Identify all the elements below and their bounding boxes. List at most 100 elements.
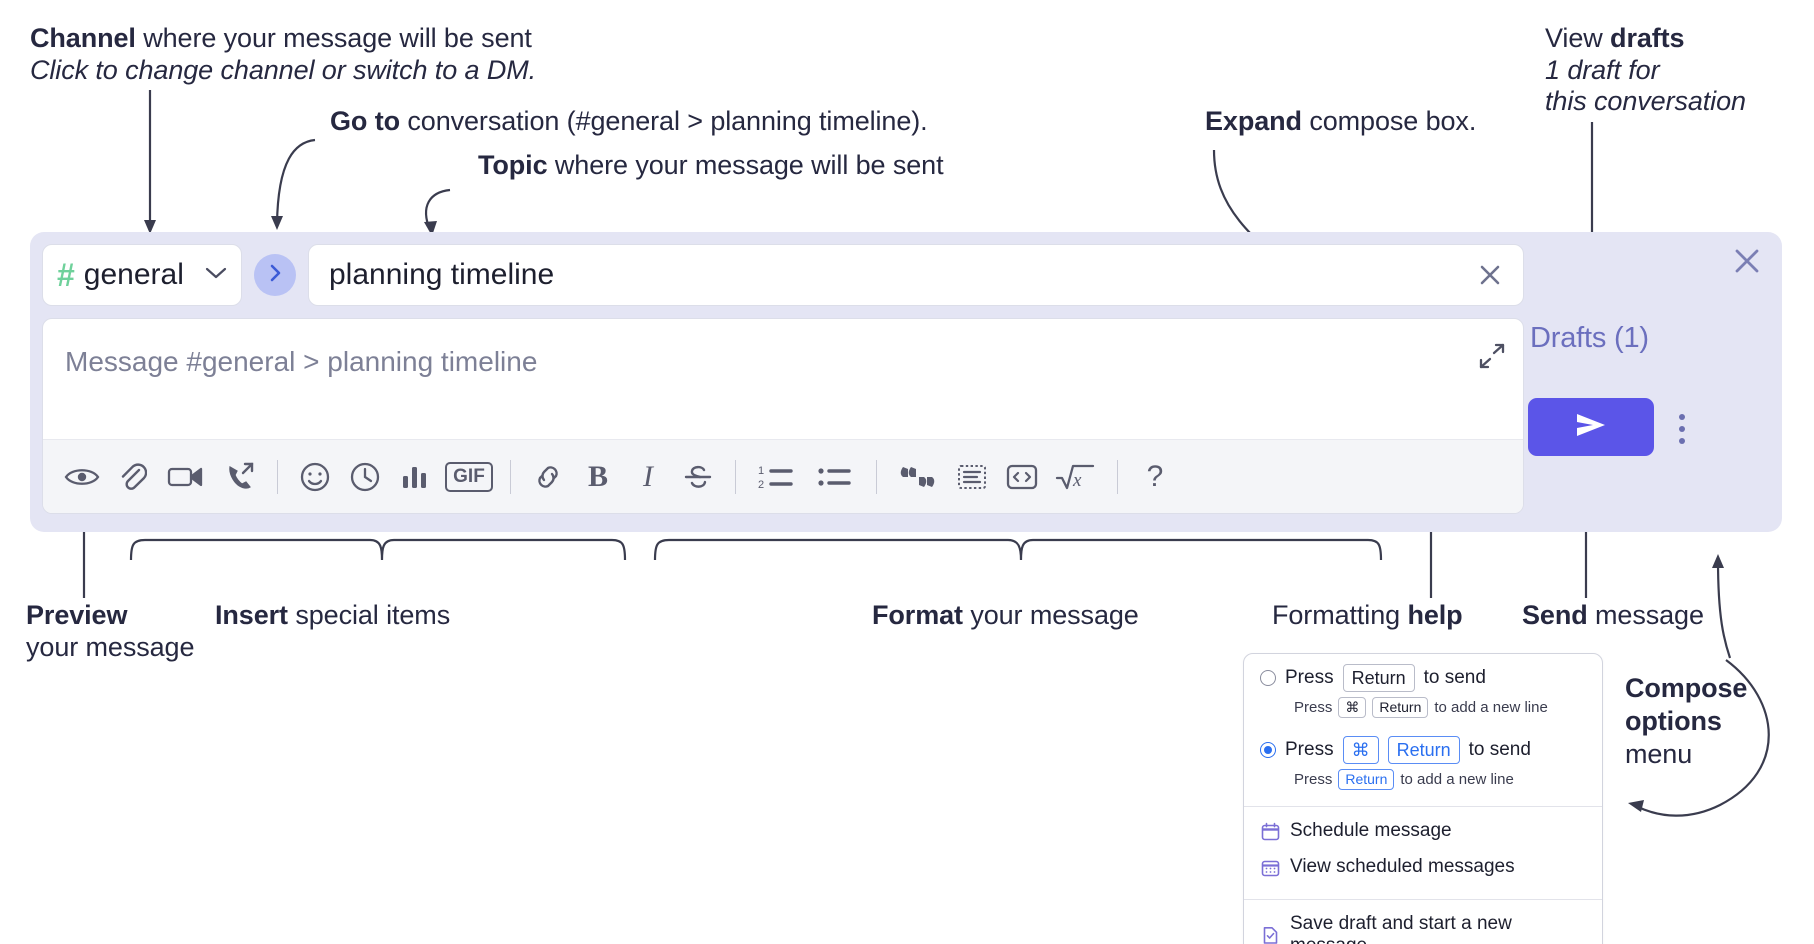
send-option-cmd-return[interactable]: Press ⌘ Return to send Press Return to a…: [1244, 726, 1602, 798]
compose-header-row: # general planning timeline: [42, 244, 1524, 306]
preview-icon[interactable]: [57, 452, 107, 502]
menu-item-save-draft[interactable]: Save draft and start a new message: [1244, 906, 1602, 944]
annotation-help: Formatting help: [1272, 600, 1463, 632]
annotation-channel-sub: Click to change channel or switch to a D…: [30, 54, 537, 85]
annotation-drafts-plain: View: [1545, 23, 1611, 53]
annotation-topic-rest: where your message will be sent: [547, 150, 944, 180]
annotation-preview-sub: your message: [26, 631, 195, 662]
menu-divider: [1244, 806, 1602, 808]
annotation-goto-rest: conversation (#general > planning timeli…: [399, 106, 928, 136]
topic-value: planning timeline: [329, 258, 555, 291]
key-cmd: ⌘: [1338, 697, 1367, 719]
emoji-icon[interactable]: [290, 452, 340, 502]
svg-text:2: 2: [758, 479, 764, 491]
calendar-grid-icon: [1260, 857, 1280, 877]
video-icon[interactable]: [157, 452, 215, 502]
send-button[interactable]: [1528, 398, 1654, 456]
annotation-goto: Go to conversation (#general > planning …: [330, 106, 928, 138]
annotation-drafts-bold: drafts: [1610, 23, 1685, 53]
clock-icon[interactable]: [340, 452, 390, 502]
poll-icon[interactable]: [390, 452, 440, 502]
italic-icon[interactable]: I: [623, 452, 673, 502]
compose-right-rail: Drafts (1): [1528, 244, 1768, 520]
attachment-icon[interactable]: [107, 452, 157, 502]
strikethrough-icon[interactable]: [673, 452, 723, 502]
toolbar-divider: [510, 459, 511, 494]
annotation-channel-rest: where your message will be sent: [135, 23, 532, 53]
toolbar-divider: [277, 459, 278, 494]
annotation-compose-bold1: Compose: [1625, 673, 1748, 703]
menu-schedule-group: Schedule message View scheduled messages: [1244, 807, 1602, 891]
math-icon[interactable]: x: [1047, 452, 1105, 502]
annotation-channel: Channel where your message will be sent …: [30, 23, 536, 86]
code-icon[interactable]: [997, 452, 1047, 502]
menu-item-view-scheduled-messages[interactable]: View scheduled messages: [1244, 849, 1602, 885]
topic-input[interactable]: planning timeline: [308, 244, 1524, 306]
annotation-format: Format your message: [872, 600, 1139, 632]
menu-item-schedule-message[interactable]: Schedule message: [1244, 813, 1602, 849]
key-cmd-2: ⌘: [1342, 736, 1379, 765]
chevron-down-icon: [205, 266, 227, 285]
compose-panel: # general planning timeline: [30, 232, 1782, 532]
message-input-box[interactable]: Message #general > planning timeline: [42, 318, 1524, 514]
bold-label: B: [587, 459, 608, 493]
toolbar-divider: [876, 459, 877, 494]
menu-item-label: Save draft and start a new message: [1290, 913, 1512, 944]
ordered-list-icon[interactable]: 1 2: [748, 452, 806, 502]
goto-conversation-button[interactable]: [254, 254, 296, 296]
opt2-press: Press: [1285, 739, 1334, 761]
annotation-topic-bold: Topic: [478, 150, 548, 180]
opt1-sub-tail: to add a new line: [1434, 699, 1548, 717]
compose-options-button[interactable]: [1676, 412, 1688, 451]
code-block-icon[interactable]: [947, 452, 997, 502]
close-icon[interactable]: [1730, 244, 1764, 283]
blockquote-icon[interactable]: [889, 452, 947, 502]
annotation-compose-options: Compose options menu: [1625, 672, 1747, 771]
opt1-sub-press: Press: [1294, 699, 1333, 717]
annotation-expand-rest: compose box.: [1301, 106, 1477, 136]
annotation-format-rest: your message: [962, 600, 1139, 630]
annotation-preview-bold: Preview: [26, 600, 128, 630]
channel-name-label: general: [83, 258, 184, 291]
gif-icon[interactable]: GIF: [440, 452, 498, 502]
audio-call-icon[interactable]: [215, 452, 265, 502]
bold-icon[interactable]: B: [573, 452, 623, 502]
compose-options-menu: Press Return to send Press ⌘ Return to a…: [1243, 653, 1603, 944]
annotation-insert-rest: special items: [287, 600, 451, 630]
send-option-return[interactable]: Press Return to send Press ⌘ Return to a…: [1244, 654, 1602, 726]
annotation-help-plain: Formatting: [1272, 600, 1408, 630]
radio-return[interactable]: [1260, 670, 1276, 687]
bulleted-list-icon[interactable]: [806, 452, 864, 502]
svg-text:1: 1: [758, 465, 764, 477]
clear-topic-icon[interactable]: [1475, 260, 1505, 290]
annotation-preview: Preview your message: [26, 600, 194, 663]
annotation-compose-rest: menu: [1625, 738, 1693, 769]
send-plane-icon: [1571, 408, 1611, 447]
annotation-insert: Insert special items: [215, 600, 450, 632]
italic-label: I: [643, 459, 653, 493]
menu-draft-group: Save draft and start a new message: [1244, 900, 1602, 944]
channel-selector[interactable]: # general: [42, 244, 242, 306]
drafts-link[interactable]: Drafts (1): [1530, 322, 1649, 354]
save-draft-icon: [1260, 925, 1280, 944]
annotation-expand-bold: Expand: [1205, 106, 1302, 136]
key-return: Return: [1342, 664, 1415, 693]
annotation-drafts-sub2: this conversation: [1545, 86, 1746, 117]
link-icon[interactable]: [523, 452, 573, 502]
help-label: ?: [1146, 459, 1164, 493]
annotation-format-bold: Format: [872, 600, 963, 630]
expand-compose-icon[interactable]: [1477, 341, 1507, 376]
opt1-tosend: to send: [1423, 667, 1486, 689]
menu-divider: [1244, 899, 1602, 901]
radio-cmd-return[interactable]: [1260, 742, 1276, 759]
key-return-2: Return: [1387, 736, 1460, 765]
annotation-expand: Expand compose box.: [1205, 106, 1476, 138]
calendar-icon: [1260, 821, 1280, 841]
formatting-toolbar: GIF B I: [43, 439, 1523, 513]
svg-text:x: x: [1072, 470, 1082, 491]
opt2-tosend: to send: [1468, 739, 1531, 761]
help-icon[interactable]: ?: [1130, 452, 1180, 502]
annotation-goto-bold: Go to: [330, 106, 400, 136]
gif-label: GIF: [445, 461, 493, 492]
